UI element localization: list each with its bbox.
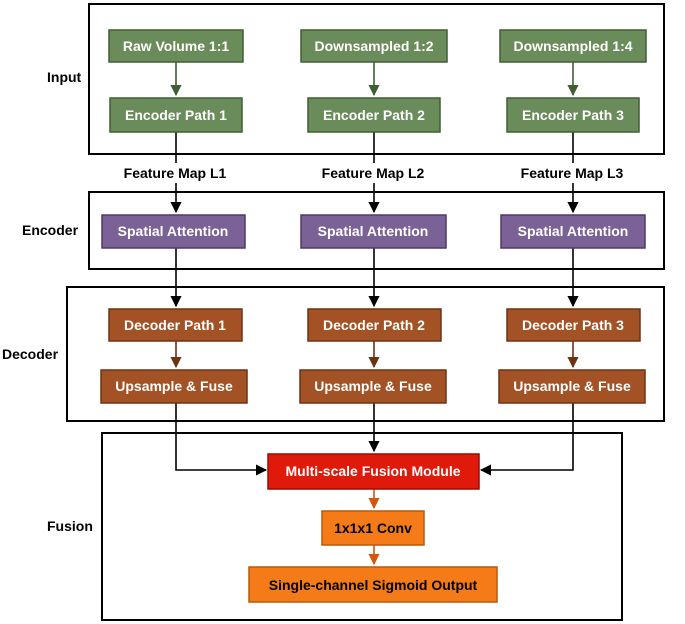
- feature-map-l1-label-bg: [112, 163, 238, 183]
- node-decoder-path-2: Decoder Path 2: [307, 308, 442, 342]
- encoder-section-frame: [88, 191, 665, 270]
- node-upsample-fuse-1-label: Upsample & Fuse: [115, 378, 233, 394]
- node-decoder-path-1-label: Decoder Path 1: [124, 317, 226, 333]
- feature-map-l3-label: Feature Map L3: [521, 165, 624, 181]
- node-conv-1x1x1: 1x1x1 Conv: [321, 510, 425, 546]
- node-encoder-path-1: Encoder Path 1: [109, 97, 243, 133]
- node-multi-scale-fusion-module: Multi-scale Fusion Module: [267, 453, 480, 490]
- node-encoder-path-2-label: Encoder Path 2: [323, 107, 425, 123]
- node-upsample-fuse-2: Upsample & Fuse: [299, 369, 447, 404]
- edge-up1-to-fusion: [175, 403, 268, 476]
- node-spatial-attention-1: Spatial Attention: [101, 214, 246, 249]
- node-encoder-path-3-label: Encoder Path 3: [522, 107, 624, 123]
- node-spatial-attention-2-label: Spatial Attention: [318, 223, 429, 239]
- node-sigmoid-output-label: Single-channel Sigmoid Output: [269, 577, 478, 593]
- node-conv-1x1x1-label: 1x1x1 Conv: [334, 520, 412, 536]
- feature-map-l2-label-bg: [310, 163, 436, 183]
- decoder-section-frame: [66, 286, 665, 422]
- node-encoder-path-1-label: Encoder Path 1: [125, 107, 227, 123]
- node-spatial-attention-2: Spatial Attention: [300, 214, 447, 249]
- node-multi-scale-fusion-module-label: Multi-scale Fusion Module: [285, 463, 460, 479]
- node-decoder-path-2-label: Decoder Path 2: [323, 317, 425, 333]
- node-upsample-fuse-3: Upsample & Fuse: [498, 369, 646, 404]
- node-downsampled-1-4-label: Downsampled 1:4: [513, 38, 632, 54]
- node-raw-volume-label: Raw Volume 1:1: [123, 38, 230, 54]
- node-upsample-fuse-1: Upsample & Fuse: [100, 369, 248, 404]
- section-label-encoder: Encoder: [22, 222, 79, 238]
- input-section-frame: [88, 3, 665, 155]
- node-sigmoid-output: Single-channel Sigmoid Output: [248, 566, 498, 603]
- section-label-input: Input: [47, 69, 82, 85]
- node-upsample-fuse-3-label: Upsample & Fuse: [513, 378, 631, 394]
- node-encoder-path-3: Encoder Path 3: [506, 97, 640, 133]
- feature-map-l1-label: Feature Map L1: [124, 165, 227, 181]
- feature-map-l2-label: Feature Map L2: [322, 165, 425, 181]
- edge-up3-to-fusion: [479, 403, 574, 476]
- node-raw-volume: Raw Volume 1:1: [108, 29, 244, 63]
- node-downsampled-1-4: Downsampled 1:4: [499, 29, 647, 63]
- node-upsample-fuse-2-label: Upsample & Fuse: [314, 378, 432, 394]
- node-spatial-attention-3-label: Spatial Attention: [518, 223, 629, 239]
- node-spatial-attention-3: Spatial Attention: [500, 214, 646, 249]
- node-spatial-attention-1-label: Spatial Attention: [118, 223, 229, 239]
- node-downsampled-1-2-label: Downsampled 1:2: [314, 38, 433, 54]
- fusion-section-frame: [101, 432, 623, 621]
- node-decoder-path-1: Decoder Path 1: [108, 308, 243, 342]
- feature-map-l3-label-bg: [509, 163, 635, 183]
- section-label-fusion: Fusion: [47, 518, 93, 534]
- node-downsampled-1-2: Downsampled 1:2: [300, 29, 448, 63]
- section-label-decoder: Decoder: [2, 346, 59, 362]
- node-encoder-path-2: Encoder Path 2: [307, 97, 441, 133]
- node-decoder-path-3: Decoder Path 3: [506, 308, 641, 342]
- node-decoder-path-3-label: Decoder Path 3: [522, 317, 624, 333]
